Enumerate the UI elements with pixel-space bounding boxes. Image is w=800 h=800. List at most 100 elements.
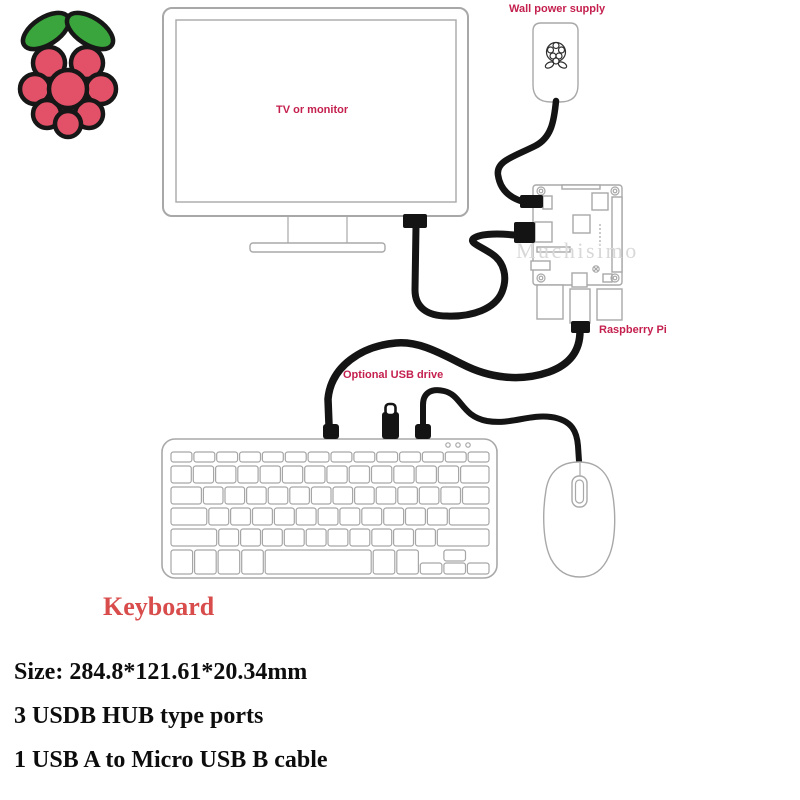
tv-or-monitor-label: TV or monitor	[276, 104, 349, 116]
pi-usb-port-bottom-right	[596, 288, 623, 321]
hdmi-cable	[411, 222, 518, 320]
keyboard-key	[461, 486, 490, 505]
hub-left-usb-plug	[323, 424, 339, 439]
keyboard-key	[281, 465, 304, 484]
keyboard-key	[217, 549, 241, 575]
keyboard-key	[273, 507, 295, 526]
spec-cable: 1 USB A to Micro USB B cable	[14, 747, 328, 773]
power-cable	[494, 97, 560, 205]
keyboard-key	[370, 465, 393, 484]
keyboard-key	[310, 486, 332, 505]
keyboard-key	[414, 528, 436, 547]
keyboard-key	[443, 562, 467, 575]
keyboard-key	[466, 562, 490, 575]
keyboard-key	[304, 465, 326, 484]
keyboard-key	[251, 507, 273, 526]
pi-gpio-strip	[611, 196, 623, 273]
keyboard-key	[361, 507, 383, 526]
pi-microusb-power-port	[542, 195, 553, 210]
tv-monitor	[162, 7, 469, 253]
keyboard-key	[194, 549, 217, 575]
keyboard-key	[192, 465, 215, 484]
keyboard-key	[348, 465, 371, 484]
keyboard-key	[467, 451, 490, 463]
keyboard-key	[246, 486, 267, 505]
keyboard-key	[349, 528, 371, 547]
keyboard-key	[397, 486, 418, 505]
keyboard-key	[415, 465, 438, 484]
keyboard-keys	[170, 451, 490, 575]
keyboard-key	[170, 465, 192, 484]
keyboard-key	[241, 549, 264, 575]
keyboard-label: Keyboard	[103, 592, 215, 621]
mouse	[543, 461, 616, 578]
hub-right-usb-plug	[415, 424, 431, 439]
keyboard-key	[305, 528, 327, 547]
keyboard-key	[215, 465, 237, 484]
raspberry-pi-board	[530, 184, 623, 324]
keyboard-key	[264, 549, 372, 575]
keyboard-key	[170, 549, 194, 575]
keyboard-key	[259, 465, 282, 484]
keyboard-key	[267, 486, 289, 505]
pi-power-plug	[520, 195, 543, 208]
keyboard-key	[399, 451, 422, 463]
wall-power-supply	[532, 22, 579, 103]
keyboard-key	[237, 465, 259, 484]
keyboard-key	[261, 528, 283, 547]
keyboard-key	[436, 528, 490, 547]
pi-ethernet-port	[536, 284, 564, 320]
keyboard-key	[202, 486, 224, 505]
keyboard-key	[216, 451, 239, 463]
keyboard-key	[353, 451, 376, 463]
pi-chip-2	[571, 272, 588, 288]
keyboard-key	[193, 451, 216, 463]
usb-hub-connectors	[323, 402, 431, 439]
keyboard-key	[230, 507, 252, 526]
watermark-text: Muchisimo	[516, 238, 639, 263]
pi-usb-port-top	[591, 192, 609, 211]
keyboard-key	[372, 549, 396, 575]
keyboard-key	[224, 486, 246, 505]
keyboard-key	[375, 486, 397, 505]
mouse-scroll-wheel-inner	[574, 479, 585, 504]
keyboard-key	[404, 507, 426, 526]
monitor-stand	[287, 216, 348, 244]
raspberry-pi-logo-icon	[17, 10, 119, 140]
pi-header-strip	[561, 184, 601, 190]
keyboard-key	[421, 451, 444, 463]
keyboard-key	[339, 507, 361, 526]
keyboard-key	[327, 528, 349, 547]
usb-drive-cap	[384, 402, 397, 417]
mouse-cable	[420, 387, 582, 464]
keyboard-key	[332, 486, 354, 505]
optional-usb-drive-label: Optional USB drive	[343, 369, 444, 381]
keyboard-key	[170, 451, 193, 463]
pi-connector-bar	[536, 246, 571, 253]
keyboard-key	[330, 451, 353, 463]
keyboard-key	[443, 549, 467, 562]
pi-small-component	[602, 273, 613, 283]
keyboard-key	[240, 528, 262, 547]
keyboard-key	[170, 507, 208, 526]
monitor-screen	[175, 19, 457, 203]
keyboard	[161, 438, 498, 579]
logo-leaf-right	[64, 10, 116, 52]
keyboard-key	[239, 451, 262, 463]
keyboard-key	[208, 507, 230, 526]
pi-screw-icon	[592, 265, 600, 273]
keyboard-key	[440, 486, 462, 505]
spec-ports: 3 USDB HUB type ports	[14, 703, 264, 729]
keyboard-key	[460, 465, 490, 484]
keyboard-key	[307, 451, 330, 463]
keyboard-key	[444, 451, 467, 463]
monitor-hdmi-plug	[403, 214, 427, 228]
pi-usb-port-bottom-mid	[569, 288, 591, 324]
usb-drive-body	[382, 412, 399, 439]
mouse-body	[543, 461, 616, 578]
keyboard-key	[326, 465, 348, 484]
keyboard-key	[371, 528, 393, 547]
keyboard-key	[419, 562, 443, 575]
